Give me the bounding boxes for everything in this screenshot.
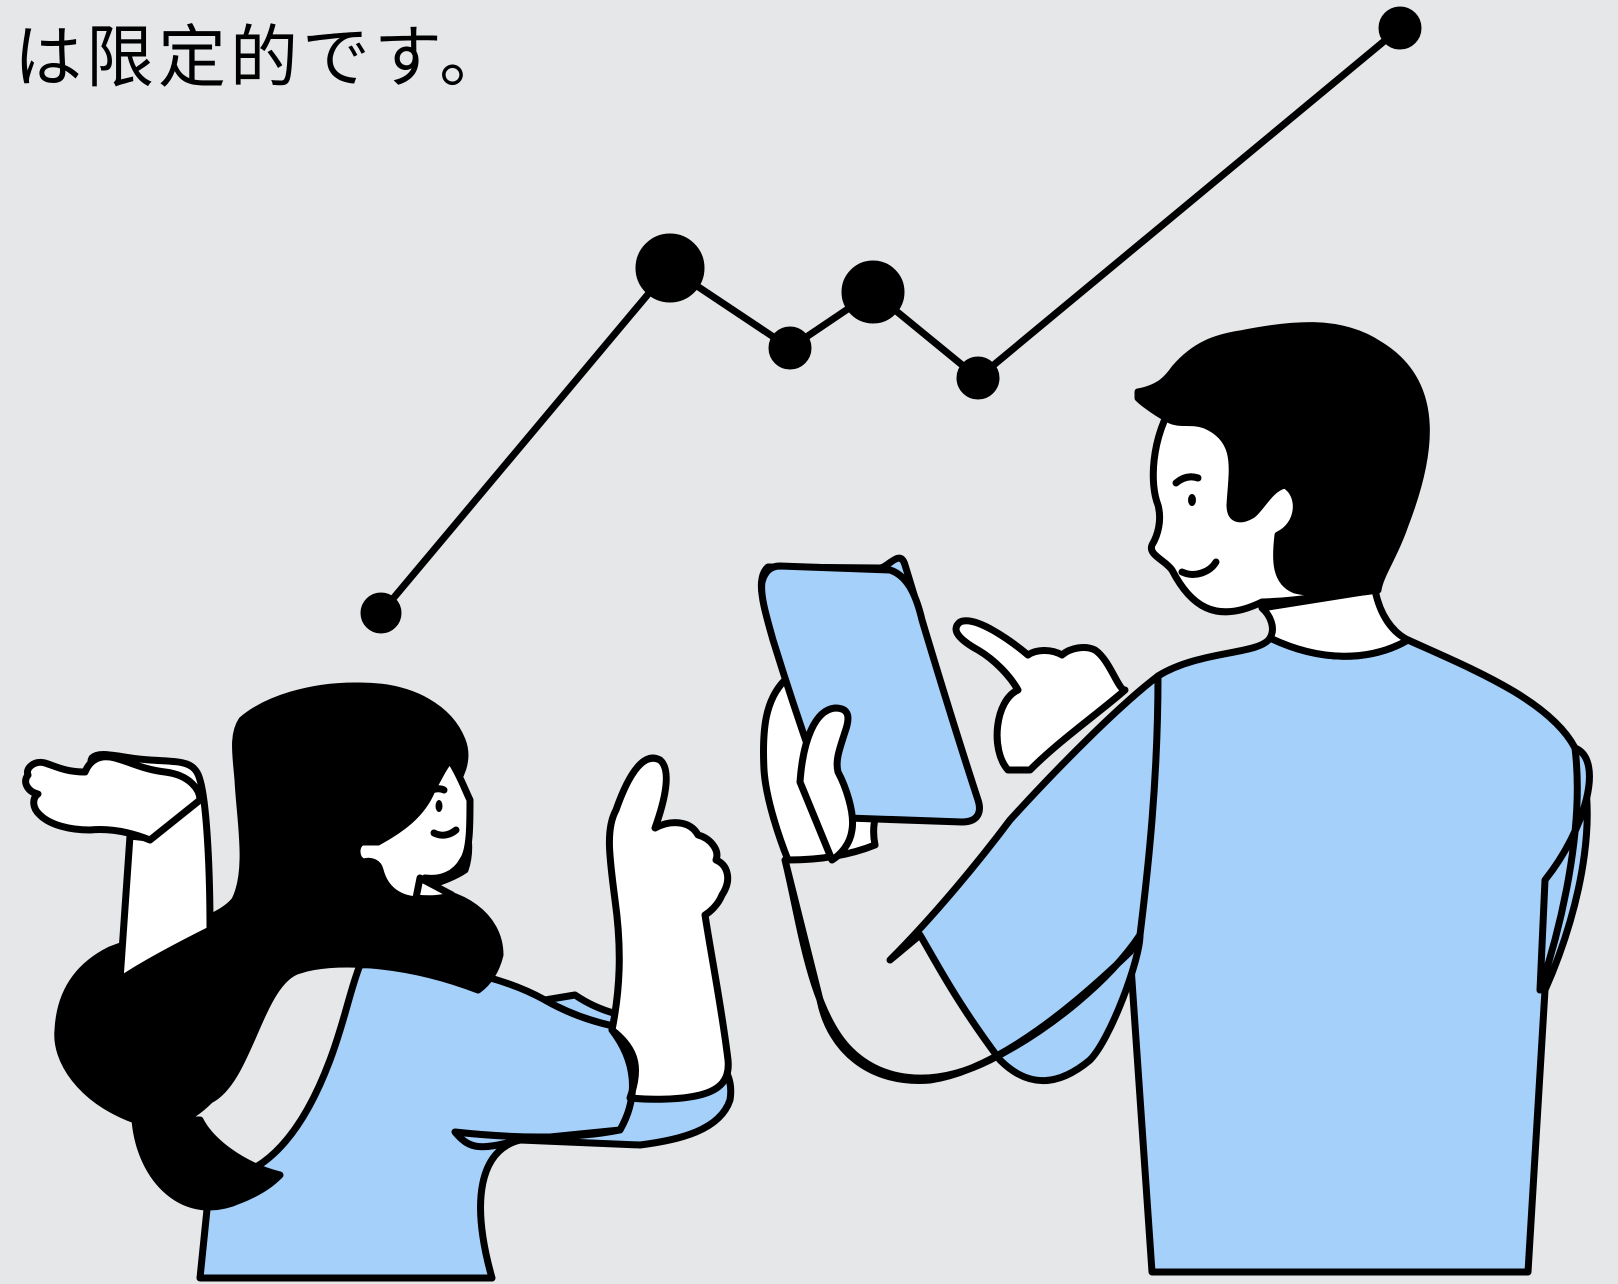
woman-face	[353, 756, 474, 904]
woman-hair-lobe	[131, 1116, 284, 1211]
woman-mouth	[430, 826, 460, 839]
woman-left-hand	[22, 753, 204, 844]
trend-line-graphic	[360, 6, 1422, 634]
trend-dot	[635, 233, 705, 303]
man-eye	[1188, 494, 1196, 506]
caption-text: は限定的です。	[14, 19, 512, 98]
man-smile	[1178, 558, 1220, 578]
man-thumb	[796, 704, 857, 864]
trend-dot	[1378, 6, 1422, 50]
man-figure	[757, 322, 1593, 1276]
trend-line	[377, 24, 1404, 617]
woman-right-hand	[605, 754, 732, 1103]
man-eyebrow	[1172, 473, 1202, 487]
man-lower-arm	[781, 856, 1144, 1084]
trend-dot	[841, 260, 905, 324]
woman-figure	[22, 682, 735, 1282]
trend-dot	[956, 356, 1000, 400]
man-neck	[1258, 586, 1412, 660]
trend-dot	[768, 326, 812, 370]
woman-eyebrow	[420, 785, 448, 798]
woman-eye	[435, 800, 443, 812]
trend-dot	[360, 592, 402, 634]
woman-neck	[412, 874, 456, 903]
man-right-arm	[1536, 744, 1593, 994]
man-hair	[1134, 322, 1430, 598]
woman-cuff	[451, 1026, 636, 1151]
man-hand	[952, 617, 1129, 774]
man-torso	[1126, 634, 1591, 1276]
